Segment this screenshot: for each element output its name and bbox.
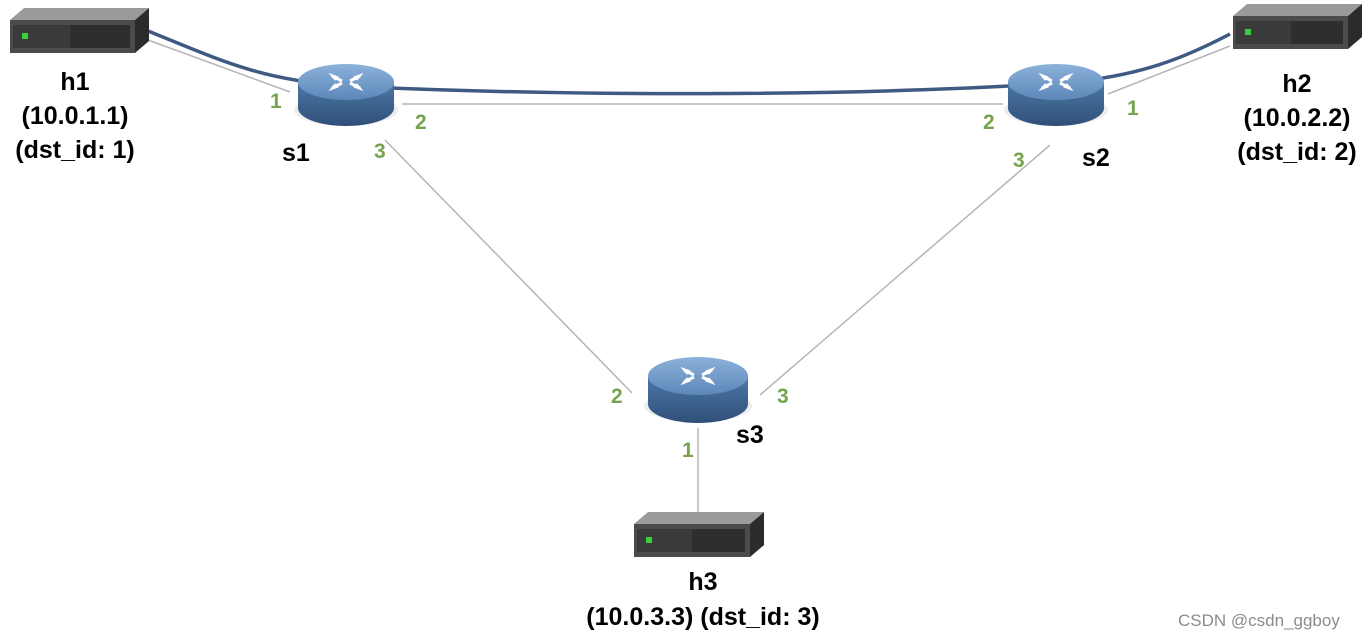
switch-s3-icon bbox=[644, 357, 752, 423]
port-s3-h3: 1 bbox=[682, 439, 694, 462]
link-s2-h2 bbox=[1107, 45, 1231, 95]
link-h1-s1 bbox=[147, 39, 291, 93]
switch-s2-label: s2 bbox=[1082, 144, 1110, 172]
switch-s1-label: s1 bbox=[282, 139, 310, 167]
link-s1-s3 bbox=[384, 139, 633, 394]
link-s2-s3 bbox=[759, 144, 1051, 396]
port-s3-s1: 2 bbox=[611, 385, 623, 408]
host-h1-icon bbox=[10, 8, 149, 53]
path-h1-to-h2 bbox=[147, 29, 1231, 96]
host-h3-name: h3 bbox=[688, 568, 718, 596]
host-h2-dst-id: (dst_id: 2) bbox=[1237, 138, 1357, 166]
port-s1-s3: 3 bbox=[374, 140, 386, 163]
host-h1-name: h1 bbox=[60, 68, 90, 96]
host-h1-ip: (10.0.1.1) bbox=[21, 102, 129, 130]
switch-s3-label: s3 bbox=[736, 421, 764, 449]
port-s1-s2: 2 bbox=[415, 111, 427, 134]
switch-s1-icon bbox=[294, 64, 398, 126]
host-h3-icon bbox=[634, 512, 764, 557]
port-s2-s3: 3 bbox=[1013, 149, 1025, 172]
port-s2-h2: 1 bbox=[1127, 97, 1139, 120]
port-s3-s2: 3 bbox=[777, 385, 789, 408]
watermark-text: CSDN @csdn_ggboy bbox=[1178, 611, 1340, 630]
host-h2-ip: (10.0.2.2) bbox=[1243, 104, 1351, 132]
switch-s2-icon bbox=[1004, 64, 1108, 126]
host-h1-dst-id: (dst_id: 1) bbox=[15, 136, 135, 164]
host-h2-icon bbox=[1233, 4, 1362, 49]
port-s2-s1: 2 bbox=[983, 111, 995, 134]
host-h2-name: h2 bbox=[1282, 70, 1312, 98]
host-h3-ip-dst-id: (10.0.3.3) (dst_id: 3) bbox=[586, 603, 820, 631]
port-s1-h1: 1 bbox=[270, 90, 282, 113]
